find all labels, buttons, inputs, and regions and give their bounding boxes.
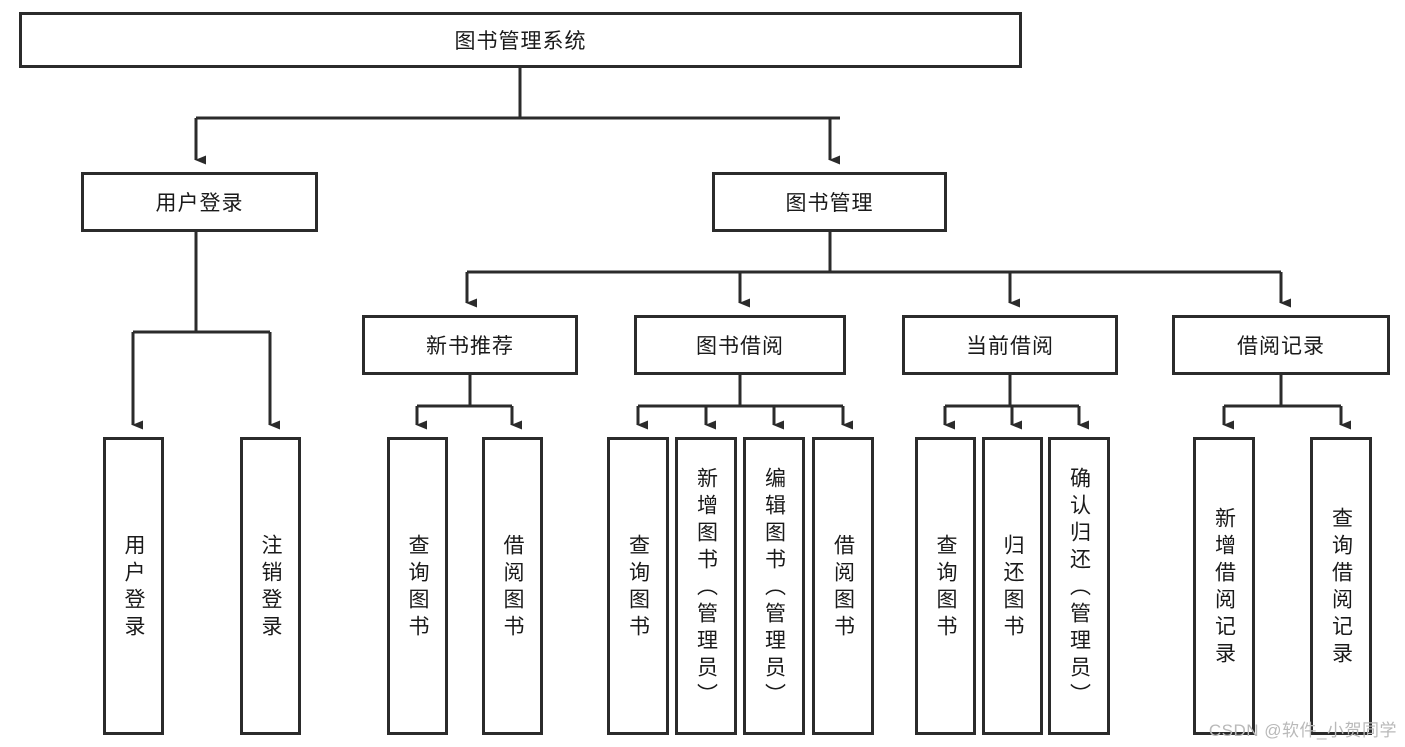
node-borrow-record[interactable]: 借阅记录 <box>1172 315 1390 375</box>
node-book-borrow[interactable]: 图书借阅 <box>634 315 846 375</box>
node-borrow-record-label: 借阅记录 <box>1237 335 1325 358</box>
leaf-borrow-add-book-admin-label: 新增图书（管理员） <box>694 466 718 710</box>
leaf-record-query-record[interactable]: 查询借阅记录 <box>1310 437 1372 735</box>
leaf-borrow-add-book-admin[interactable]: 新增图书（管理员） <box>675 437 737 735</box>
node-user-login[interactable]: 用户登录 <box>81 172 318 232</box>
leaf-recommend-query-book[interactable]: 查询图书 <box>387 437 448 735</box>
leaf-current-confirm-return-admin[interactable]: 确认归还（管理员） <box>1048 437 1110 735</box>
leaf-user-login-login[interactable]: 用户登录 <box>103 437 164 735</box>
leaf-current-confirm-return-admin-label: 确认归还（管理员） <box>1067 466 1091 710</box>
leaf-borrow-edit-book-admin[interactable]: 编辑图书（管理员） <box>743 437 805 735</box>
node-book-management-label: 图书管理 <box>785 192 874 215</box>
csdn-watermark: CSDN @软件_小贺同学 <box>1208 721 1397 740</box>
leaf-borrow-edit-book-admin-label: 编辑图书（管理员） <box>762 466 786 710</box>
node-current-borrow[interactable]: 当前借阅 <box>902 315 1118 375</box>
leaf-recommend-borrow-book-label: 借阅图书 <box>501 534 524 642</box>
leaf-recommend-query-book-label: 查询图书 <box>406 534 429 642</box>
leaf-current-return-book[interactable]: 归还图书 <box>982 437 1043 735</box>
leaf-borrow-query-book[interactable]: 查询图书 <box>607 437 669 735</box>
leaf-user-login-logout[interactable]: 注销登录 <box>240 437 301 735</box>
node-current-borrow-label: 当前借阅 <box>966 335 1054 358</box>
leaf-record-query-record-label: 查询借阅记录 <box>1329 507 1353 669</box>
node-new-book-recommend[interactable]: 新书推荐 <box>362 315 578 375</box>
leaf-user-login-logout-label: 注销登录 <box>259 534 282 642</box>
leaf-recommend-borrow-book[interactable]: 借阅图书 <box>482 437 543 735</box>
node-new-book-recommend-label: 新书推荐 <box>426 335 514 358</box>
node-book-borrow-label: 图书借阅 <box>696 335 784 358</box>
node-root[interactable]: 图书管理系统 <box>19 12 1022 68</box>
leaf-borrow-borrow-book[interactable]: 借阅图书 <box>812 437 874 735</box>
node-user-login-label: 用户登录 <box>155 192 244 215</box>
leaf-current-return-book-label: 归还图书 <box>1001 534 1024 642</box>
leaf-current-query-book[interactable]: 查询图书 <box>915 437 976 735</box>
node-book-management[interactable]: 图书管理 <box>712 172 947 232</box>
node-root-label: 图书管理系统 <box>454 30 587 53</box>
leaf-current-query-book-label: 查询图书 <box>934 534 957 642</box>
leaf-borrow-borrow-book-label: 借阅图书 <box>831 534 855 642</box>
leaf-record-add-record[interactable]: 新增借阅记录 <box>1193 437 1255 735</box>
leaf-borrow-query-book-label: 查询图书 <box>626 534 650 642</box>
leaf-user-login-login-label: 用户登录 <box>122 534 145 642</box>
leaf-record-add-record-label: 新增借阅记录 <box>1212 507 1236 669</box>
